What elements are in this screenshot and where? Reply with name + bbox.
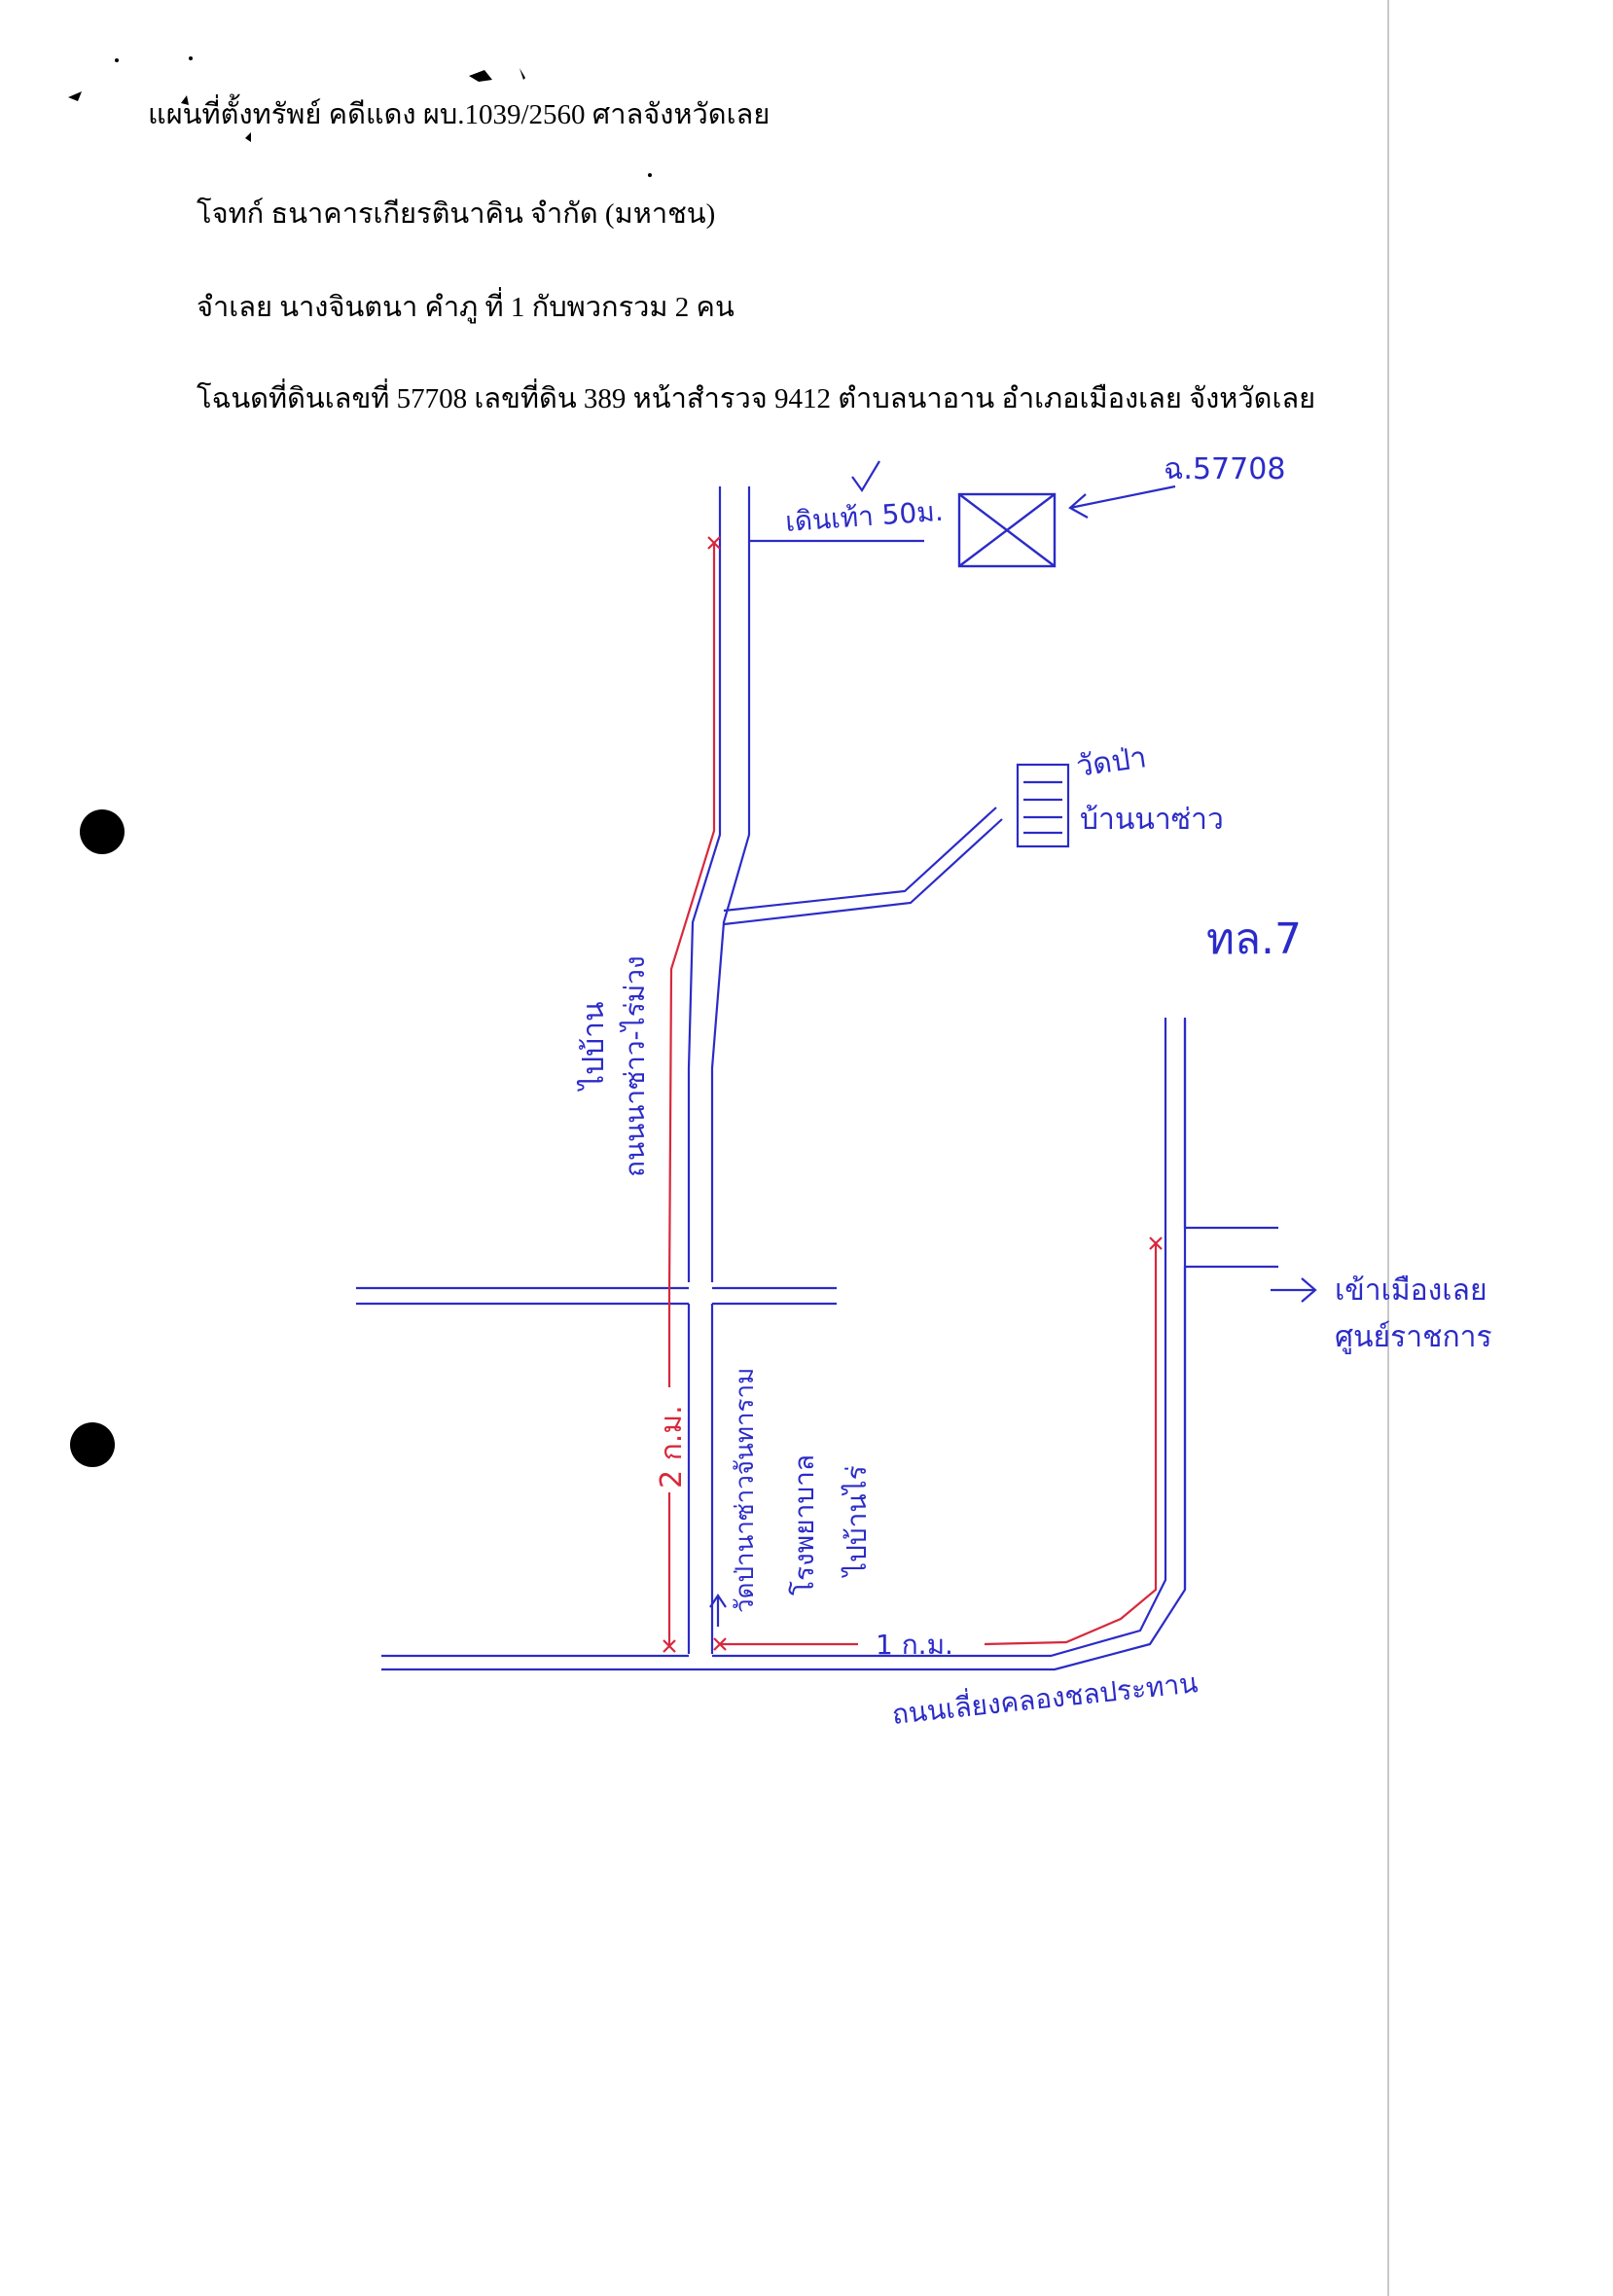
temple-building [1016, 763, 1070, 848]
road-label-1: ถนนนาซ่าว-ไร่ม่วง [619, 955, 651, 1177]
header-deed-info: โฉนดที่ดินเลขที่ 57708 เลขที่ดิน 389 หน้… [197, 383, 1316, 414]
temple-label-2: บ้านนาซ่าว [1080, 803, 1224, 837]
cross-road [356, 1286, 837, 1654]
temple-label-1: วัดป่า [1074, 740, 1148, 784]
red-route [663, 536, 1163, 1653]
punch-hole-bottom [70, 1422, 115, 1467]
temple-branch-road [723, 807, 1003, 926]
to-city-label-2: ศูนย์ราชการ [1335, 1320, 1492, 1354]
header-title: แผนที่ตั้งทรัพย์ คดีแดง ผบ.1039/2560 ศาล… [148, 99, 771, 130]
signage-1: วัดป่านาซ่าวจันทาราม [731, 1368, 760, 1613]
page-edge-line [1387, 0, 1389, 2296]
main-road [687, 486, 751, 1282]
signage-2: โรงพยาบาล [788, 1454, 820, 1596]
distance-2km: 2 ก.ม. [655, 1405, 689, 1489]
signage-3: ไปบ้านไร่ [841, 1465, 873, 1578]
header-plaintiff: โจทก์ ธนาคารเกียรตินาคิน จำกัด (มหาชน) [197, 198, 716, 230]
bypass-road-label: ถนนเลี่ยงคลองชลประทาน [890, 1664, 1200, 1731]
stray-ink-marks [68, 56, 652, 177]
to-city-arrow [1271, 1277, 1317, 1303]
header-defendant: จำเลย นางจินตนา คำภู ที่ 1 กับพวกรวม 2 ค… [197, 292, 735, 323]
bypass-road [381, 1018, 1187, 1671]
highway-side-road [1183, 1020, 1278, 1590]
deed-arrow [1068, 484, 1176, 519]
walk-label: เดินเท้า 50ม. [784, 495, 944, 538]
to-city-label-1: เข้าเมืองเลย [1335, 1274, 1488, 1308]
up-arrow [709, 1594, 727, 1627]
property-plot [957, 492, 1057, 568]
check-mark [851, 460, 880, 493]
deed-label: ฉ.57708 [1164, 452, 1285, 486]
highway-label: ทล.7 [1206, 915, 1302, 964]
road-label-2: ไปบ้าน [576, 1001, 611, 1092]
punch-hole-top [80, 809, 125, 854]
distance-1km: 1 ก.ม. [876, 1629, 953, 1661]
